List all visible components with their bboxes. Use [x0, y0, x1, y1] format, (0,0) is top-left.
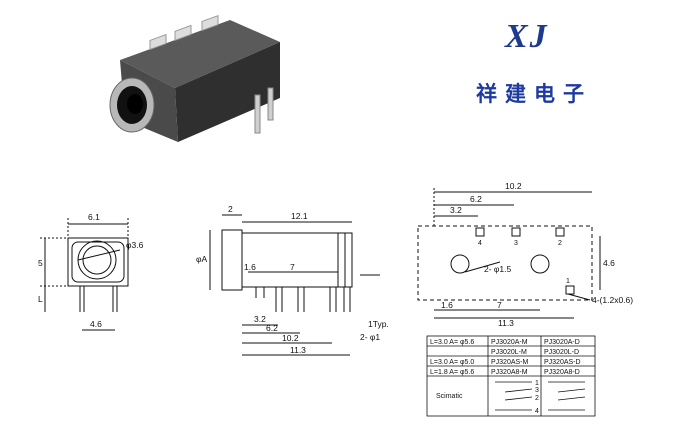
- pcb-dim-6-2: 6.2: [470, 194, 482, 204]
- pcb-dim-7: 7: [497, 300, 502, 310]
- front-hole-3-6: φ3.6: [126, 240, 144, 250]
- side-view: [209, 214, 380, 356]
- side-dim-7: 7: [290, 262, 295, 272]
- table-r1-c2: PJ3020A-M: [491, 339, 528, 346]
- front-view: [40, 218, 129, 331]
- pcb-pin-4: 4: [478, 240, 482, 247]
- schematic-label: Scimatic: [436, 393, 463, 400]
- side-2-phi-1: 2- φ1: [360, 332, 380, 342]
- front-l: L: [38, 294, 43, 304]
- pcb-pin-2: 2: [558, 240, 562, 247]
- pcb-dim-3-2: 3.2: [450, 205, 462, 215]
- side-dim-10-2: 10.2: [282, 333, 299, 343]
- sch-pin-2: 2: [535, 395, 539, 402]
- side-dim-1-6: 1.6: [244, 262, 256, 272]
- pcb-dim-1-6: 1.6: [441, 300, 453, 310]
- side-dim-12-1: 12.1: [291, 211, 308, 221]
- table-r4-c3: PJ320A8-D: [544, 369, 580, 376]
- table-r4-c1: L=1.8 A= φ5.6: [430, 369, 474, 376]
- pcb-pin-1: 1: [566, 278, 570, 285]
- table-r1-c1: L=3.0 A= φ5.6: [430, 339, 474, 346]
- table-r2-c2: PJ3020L-M: [491, 349, 527, 356]
- front-height-5: 5: [38, 258, 43, 268]
- pcb-footprint: [417, 188, 601, 319]
- sch-pin-3: 3: [535, 387, 539, 394]
- pcb-pin-3: 3: [514, 240, 518, 247]
- front-pitch-4-6: 4.6: [90, 319, 102, 329]
- pcb-hole-dim: 2- φ1.5: [484, 264, 512, 274]
- side-phi-a: φA: [196, 254, 208, 264]
- side-dim-6-2: 6.2: [266, 323, 278, 333]
- side-dim-3-2: 3.2: [254, 314, 266, 324]
- model-table: [426, 335, 596, 417]
- schematic-symbols: [495, 381, 586, 411]
- table-r3-c1: L=3.0 A= φ5.0: [430, 359, 474, 366]
- side-typ: 1Typ.: [368, 319, 389, 329]
- pcb-dim-4-6: 4.6: [603, 258, 615, 268]
- front-width-6-1: 6.1: [88, 212, 100, 222]
- pcb-dim-10-2: 10.2: [505, 181, 522, 191]
- company-logo-mark: XJ: [505, 18, 549, 55]
- sch-pin-1: 1: [535, 380, 539, 387]
- connector-render: [109, 14, 280, 142]
- pcb-slot-dim: 4-(1.2x0.6): [592, 295, 633, 305]
- table-r3-c2: PJ320AS-M: [491, 359, 529, 366]
- company-name: 祥建电子: [476, 82, 592, 106]
- side-dim-11-3: 11.3: [290, 345, 306, 355]
- pcb-dim-11-3: 11.3: [498, 318, 514, 328]
- side-dim-2: 2: [228, 204, 233, 214]
- table-r1-c3: PJ3020A-D: [544, 339, 580, 346]
- table-r4-c2: PJ320A8-M: [491, 369, 528, 376]
- table-r2-c3: PJ3020L-D: [544, 349, 579, 356]
- sch-pin-4: 4: [535, 408, 539, 415]
- table-r3-c3: PJ320AS-D: [544, 359, 581, 366]
